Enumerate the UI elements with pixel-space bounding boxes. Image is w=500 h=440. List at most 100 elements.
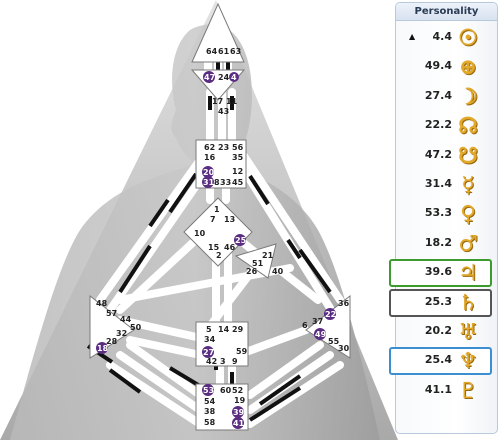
gate-number: 49 — [315, 330, 327, 339]
activated-gate-marker — [203, 71, 215, 83]
gate-number: 54 — [204, 397, 216, 406]
gate-number: 14 — [218, 325, 230, 334]
panel-title: Personality — [396, 3, 497, 21]
planet-row[interactable]: 39.6 ♃ — [389, 259, 492, 288]
gate-number: 9 — [232, 357, 238, 366]
activated-gate-marker — [314, 328, 326, 340]
gate-number: 4 — [231, 73, 237, 82]
gate-number: 8 — [214, 178, 220, 187]
gate-number: 57 — [106, 309, 117, 318]
sun-icon: ☉ — [458, 25, 478, 51]
gate-number: 41 — [233, 419, 245, 428]
gate-line-value: 39.6 — [424, 265, 452, 279]
planet-row[interactable]: 49.4 ⊕ — [396, 53, 497, 81]
planet-row[interactable]: 25.3 ♄ — [389, 288, 492, 317]
centers — [89, 2, 351, 431]
gate-number: 3 — [220, 357, 226, 366]
gate-number: 63 — [230, 47, 241, 56]
gate-number: 37 — [312, 317, 323, 326]
gate-number: 44 — [120, 315, 132, 324]
gate-number: 15 — [208, 243, 220, 252]
planet-row[interactable]: 22.2☊ — [396, 112, 497, 140]
triangle-up-icon: ▲ — [409, 32, 416, 41]
saturn-icon: ♄ — [458, 289, 478, 316]
gate-number: 17 — [212, 97, 223, 106]
planet-row[interactable]: 25.4♆ — [389, 347, 492, 376]
gate-number: 51 — [252, 259, 264, 268]
gate-number: 24 — [218, 73, 230, 82]
gate-number: 32 — [116, 329, 127, 338]
gate-line-value: 25.4 — [424, 353, 452, 367]
gate-number: 22 — [325, 310, 336, 319]
gate-number: 16 — [204, 153, 216, 162]
planet-row[interactable]: 18.2 ♂ — [396, 230, 497, 258]
gate-line-value: 20.2 — [424, 324, 452, 337]
gate-number: 10 — [194, 229, 206, 238]
activated-gate-marker — [202, 346, 214, 358]
activated-gate-marker — [234, 234, 246, 246]
head-center — [191, 2, 245, 63]
gate-number: 31 — [203, 178, 215, 187]
activated-gate-marker — [202, 176, 214, 188]
gate-number: 36 — [338, 299, 350, 308]
activated-gate-marker — [229, 72, 239, 82]
planet-row[interactable]: 31.4☿ — [396, 171, 497, 199]
gate-number: 56 — [232, 143, 244, 152]
gate-number: 43 — [218, 107, 229, 116]
activated-gate-marker — [202, 384, 214, 396]
gate-number: 59 — [236, 347, 248, 356]
gate-number: 18 — [97, 344, 109, 353]
gate-number: 50 — [130, 323, 142, 332]
gate-number: 53 — [203, 386, 214, 395]
gate-number: 64 — [206, 47, 218, 56]
bodygraph-chart: 64 61 63 47 24 4 17 11 43 62 23 56 16 35… — [0, 0, 398, 440]
activated-gate-marker — [324, 308, 336, 320]
planet-row[interactable]: 53.3 ♀ — [396, 200, 497, 228]
gate-number: 52 — [232, 386, 243, 395]
gate-number: 55 — [328, 337, 340, 346]
moon-icon: ☽ — [458, 83, 478, 110]
planet-row[interactable]: ▲ 4.4 ☉ — [396, 24, 497, 52]
gate-line-value: 31.4 — [424, 177, 452, 190]
gate-number: 2 — [216, 251, 222, 260]
g-center — [183, 197, 253, 267]
gate-line-value: 53.3 — [424, 206, 452, 220]
gate-number: 20 — [203, 168, 215, 177]
gate-number: 11 — [226, 97, 238, 106]
gate-number: 6 — [302, 321, 308, 330]
gate-number: 39 — [233, 408, 245, 417]
gate-number: 12 — [232, 167, 243, 176]
sacral-center — [195, 321, 249, 367]
gate-number: 19 — [234, 396, 246, 405]
planet-row[interactable]: 41.1♇ — [396, 377, 497, 405]
activated-gate-marker — [96, 342, 108, 354]
gate-number: 60 — [220, 386, 232, 395]
gate-line-value: 49.4 — [424, 59, 452, 73]
activated-gate-marker — [202, 166, 214, 178]
north-node-icon: ☊ — [458, 113, 478, 140]
earth-icon: ⊕ — [458, 54, 478, 81]
activated-gate-marker — [232, 417, 244, 429]
gate-number: 7 — [210, 215, 216, 224]
planet-row[interactable]: 27.4☽ — [396, 83, 497, 111]
gate-number: 1 — [214, 205, 220, 214]
mars-icon: ♂ — [458, 230, 478, 257]
gate-line-value: 25.3 — [424, 294, 452, 308]
gate-line-value: 18.2 — [424, 235, 452, 249]
gate-number: 26 — [246, 267, 258, 276]
activated-gate-marker — [232, 406, 244, 418]
gate-number: 23 — [218, 143, 229, 152]
jupiter-icon: ♃ — [458, 260, 478, 287]
gate-number: 33 — [220, 178, 231, 187]
gate-line-value: 41.1 — [424, 382, 452, 396]
gate-number: 35 — [232, 153, 244, 162]
planet-row[interactable]: 20.2 ♅ — [396, 318, 497, 346]
venus-icon: ♀ — [459, 201, 477, 228]
activated-channel-segments — [86, 54, 332, 422]
gate-number: 62 — [204, 143, 215, 152]
south-node-icon: ☋ — [458, 142, 478, 169]
planet-row[interactable]: 47.2☋ — [396, 142, 497, 170]
gate-line-value: 4.4 — [432, 30, 453, 43]
uranus-icon: ♅ — [458, 319, 478, 345]
gate-number: 47 — [204, 73, 215, 82]
